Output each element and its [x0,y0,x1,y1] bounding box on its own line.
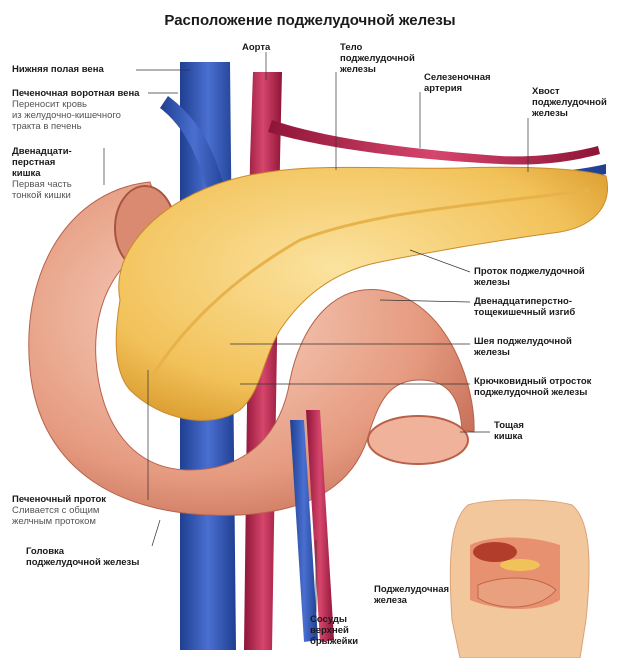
label-aorta: Аорта [242,42,271,53]
portal-vein-vessel [160,96,228,206]
label-inferior-vena-cava: Нижняя полая вена [12,64,104,75]
jejunum-opening [367,415,469,465]
page-title: Расположение поджелудочной железы [164,12,456,29]
torso-inset [449,499,590,658]
splenic-artery-vessel [268,120,600,165]
pancreas-shape [115,166,608,421]
label-duodenojejunal-flexure: Двенадцатиперстно-тощекишечный изгиб [474,296,576,318]
duodenum-shape [28,181,475,516]
label-portal-vein: Печеночная воротная вена Переносит кровь… [12,88,140,132]
pancreatic-duct [148,188,591,381]
leader-lines [103,52,529,612]
mesenteric-artery [306,410,334,642]
mesenteric-vein [290,420,318,642]
